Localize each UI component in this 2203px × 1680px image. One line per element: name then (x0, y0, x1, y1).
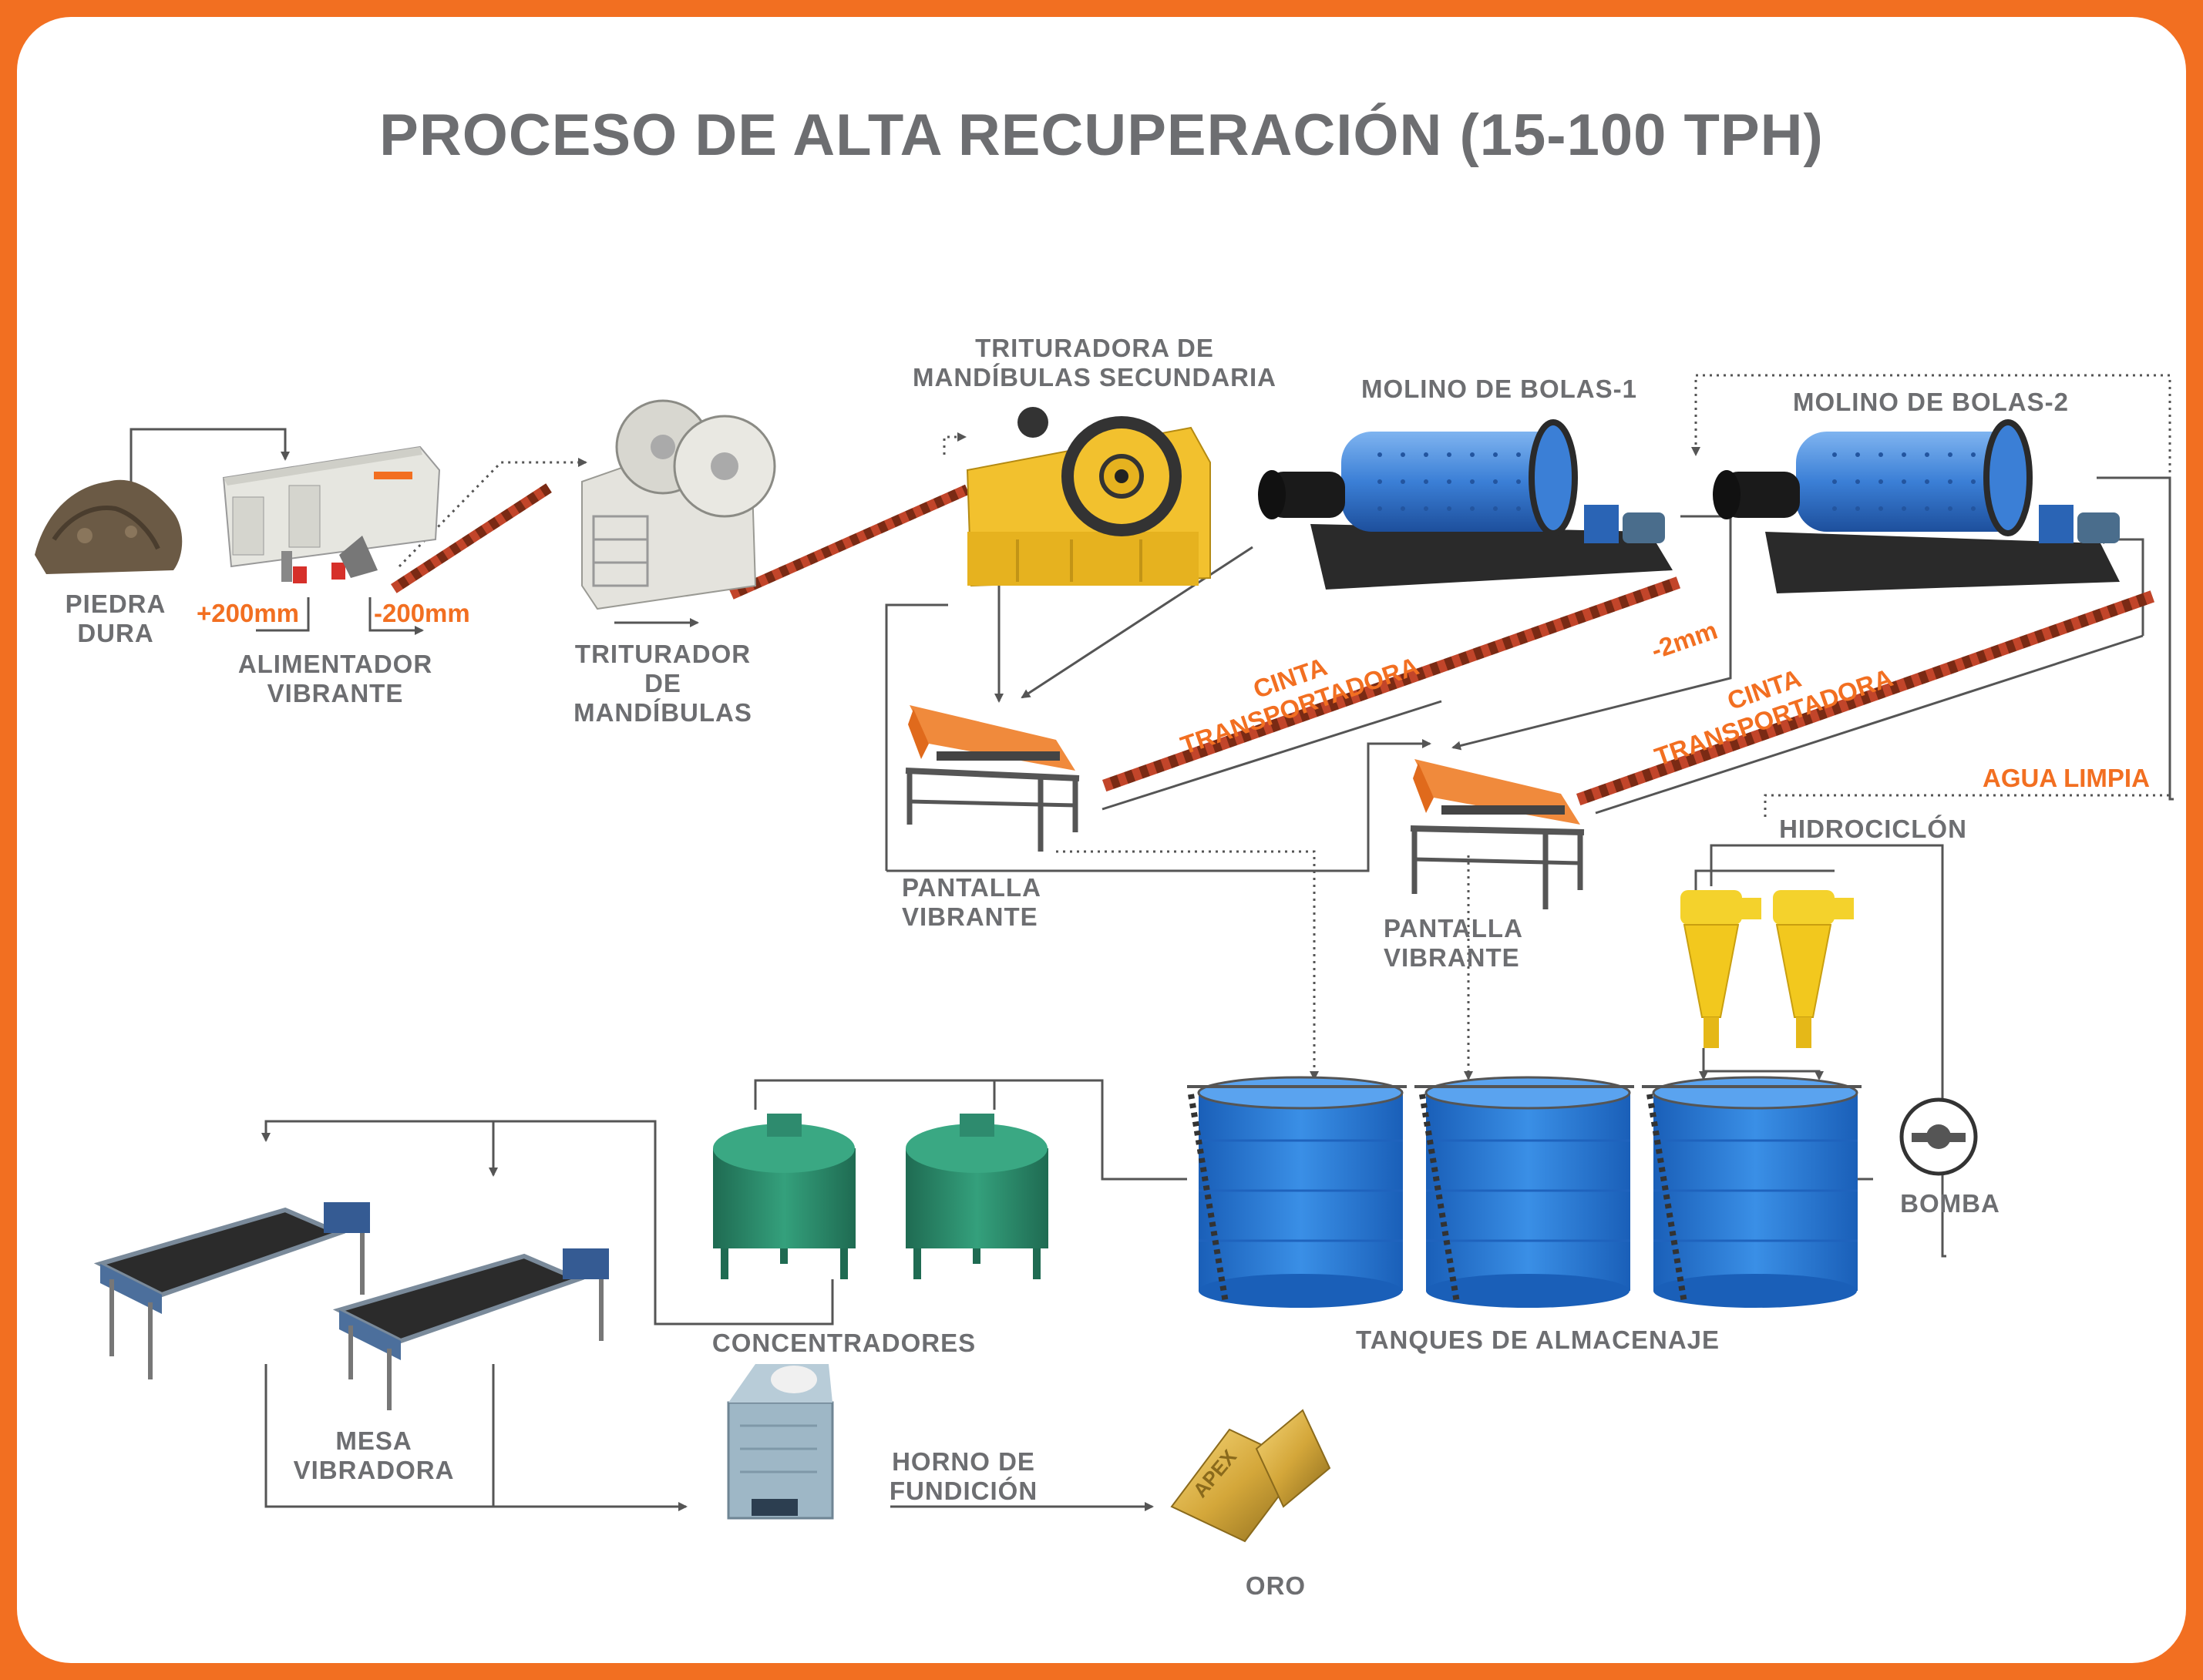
ball-mill-1 (1258, 419, 1673, 590)
vibrating-screen-1 (905, 705, 1080, 852)
flow-cyclone-overflow (1694, 869, 1835, 894)
shaking-table-2 (332, 1248, 609, 1410)
vibrating-feeder (222, 445, 441, 583)
label-agua-limpia: AGUA LIMPIA (1983, 764, 2150, 792)
jaw-crusher (581, 399, 776, 610)
label-tanques: TANQUES DE ALMACENAJE (1355, 1326, 1720, 1354)
concentrator-2 (906, 1114, 1048, 1279)
flow-minus200 (368, 597, 424, 635)
label-molino-2: MOLINO DE BOLAS-2 (1792, 388, 2069, 416)
flow-cyclone-top (1710, 844, 1946, 1258)
label-molino-1: MOLINO DE BOLAS-1 (1360, 375, 1637, 403)
tank-1 (1187, 1076, 1407, 1308)
dotted-flow-lines (398, 374, 2171, 1080)
vibrating-screen-2 (1410, 759, 1585, 909)
label-bomba: BOMBA (1900, 1189, 2000, 1218)
belt-2 (729, 484, 970, 600)
page-title: PROCESO DE ALTA RECUPERACIÓN (15-100 TPH… (379, 102, 1824, 168)
tank-3 (1642, 1076, 1862, 1308)
belt-4 (1576, 590, 2155, 806)
rock-pile (35, 479, 183, 574)
page-frame (17, 17, 2186, 1663)
flow-mill1-to-screen1 (1021, 546, 1253, 699)
ball-mill-2 (1713, 419, 2120, 593)
label-oro: ORO (1245, 1571, 1307, 1600)
flow-screen1-to-screen2 (886, 739, 1431, 872)
flow-lines (129, 428, 2174, 1511)
shaking-table-1 (93, 1202, 370, 1379)
flow-conc-down (261, 1120, 834, 1326)
tank-2 (1414, 1076, 1634, 1308)
hydrocyclone-1 (1680, 890, 1761, 1048)
gold-bars: APEX (1170, 1409, 1331, 1543)
flow-tanks-to-concentrators (754, 1079, 1187, 1181)
dotted-water-line (1691, 374, 2171, 817)
secondary-jaw-crusher (966, 407, 1211, 587)
smelting-furnace (727, 1364, 834, 1520)
flow-screen1-out (1102, 700, 1442, 811)
dotted-screen1-to-tank1 (1056, 850, 1319, 1080)
flow-tables-to-furnace (264, 1364, 688, 1511)
flow-plus200 (256, 597, 310, 632)
flow-cyclone-bottom (1702, 1048, 1824, 1080)
flow-rock-to-feeder (129, 428, 290, 493)
flow-screen2-out (1595, 634, 2144, 815)
belt-1 (391, 483, 552, 593)
label-concentradores: CONCENTRADORES (711, 1329, 977, 1357)
dotted-belt-to-crusher2 (943, 432, 967, 455)
dotted-to-crusher (398, 458, 587, 568)
flow-mill1-return (1451, 515, 1732, 751)
pump (1899, 1097, 1978, 1176)
flow-screen1-return (885, 603, 948, 871)
belt-3 (1102, 576, 1681, 792)
hydrocyclone-2 (1773, 890, 1854, 1048)
label-hidrociclon: HIDROCICLÓN (1779, 815, 1967, 843)
concentrator-1 (713, 1114, 856, 1279)
label-plus200: +200mm (197, 599, 300, 627)
label-minus200: -200mm (374, 599, 470, 627)
